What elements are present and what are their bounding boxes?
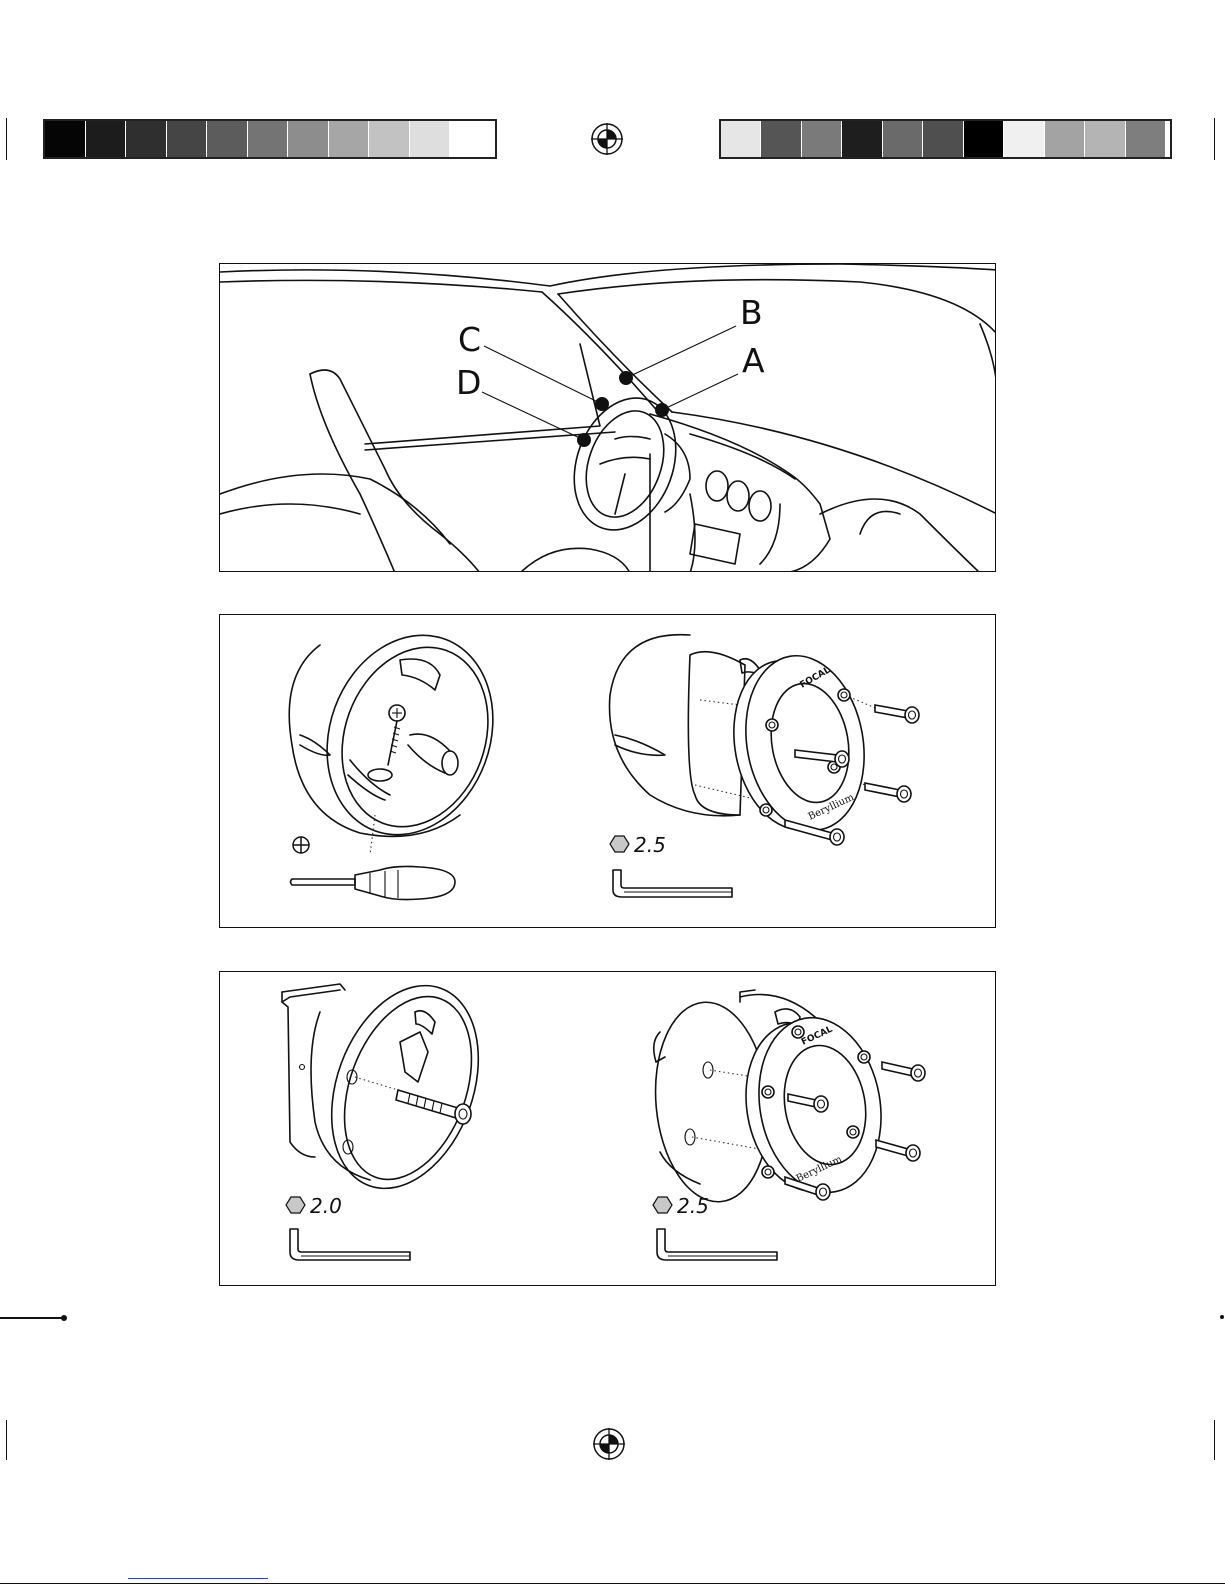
color-swatch (329, 121, 370, 157)
figure-car-interior: B A C D (219, 263, 996, 572)
color-swatch (450, 121, 491, 157)
color-swatch (207, 121, 248, 157)
mounting-screw (388, 705, 405, 765)
phillips-screwdriver-icon (293, 837, 309, 853)
color-swatch (248, 121, 289, 157)
allen-key-tool (613, 870, 732, 897)
hex-size-label: 2.5 (634, 833, 666, 857)
color-bar-right (719, 119, 1172, 159)
hex-size-label-left: 2.0 (310, 1194, 342, 1218)
label-d: D (456, 363, 481, 402)
tweeter-housing-left (289, 615, 520, 858)
allen-key-tool-right (657, 1229, 777, 1260)
registration-mark-bottom (592, 1427, 626, 1461)
color-swatch (883, 121, 923, 157)
fold-dot-left (61, 1315, 67, 1321)
fold-dot-right (1220, 1315, 1224, 1319)
label-a: A (742, 341, 765, 380)
figure-pod-assembly: FOCAL Beryllium 2.5 (219, 614, 996, 928)
allen-key-tool-left (290, 1229, 410, 1260)
crop-mark-top-left (6, 118, 7, 160)
bolt-7 (876, 1140, 920, 1161)
bolt-5 (882, 1062, 925, 1081)
hex-key-icon (610, 836, 629, 852)
crop-mark-bottom-right (1214, 1420, 1215, 1460)
page-bottom-rule (0, 1583, 1225, 1584)
color-swatch (842, 121, 882, 157)
color-swatch (1045, 121, 1085, 157)
bolt-1 (875, 705, 919, 723)
bolt-3 (865, 783, 911, 802)
screwdriver-tool (291, 866, 456, 899)
crop-mark-bottom-left (6, 1420, 7, 1460)
link-underline (128, 1578, 268, 1579)
color-swatch (45, 121, 86, 157)
crop-mark-top-right (1214, 118, 1215, 160)
hex-key-icon-left (286, 1197, 305, 1213)
color-swatch (761, 121, 801, 157)
color-swatch (167, 121, 208, 157)
mounting-bracket-left (282, 972, 505, 1209)
label-c: C (458, 320, 481, 359)
color-swatch (964, 121, 1004, 157)
color-swatch (802, 121, 842, 157)
figure-bracket-assembly: 2.0 FOCAL Berylli (219, 971, 996, 1286)
hex-size-label-right: 2.5 (677, 1194, 709, 1218)
color-swatch (126, 121, 167, 157)
label-b: B (740, 293, 763, 332)
threaded-bolt (396, 1090, 471, 1124)
color-swatch (369, 121, 410, 157)
registration-mark-top (590, 122, 624, 156)
color-swatch (1126, 121, 1166, 157)
color-bar-left (43, 119, 497, 159)
color-swatch (86, 121, 127, 157)
color-swatch (923, 121, 963, 157)
color-swatch (1004, 121, 1044, 157)
color-swatch (288, 121, 329, 157)
hex-key-icon-right (653, 1197, 672, 1213)
color-swatch (721, 121, 761, 157)
color-swatch (1085, 121, 1125, 157)
color-swatch (410, 121, 451, 157)
fold-line-left (0, 1317, 64, 1319)
